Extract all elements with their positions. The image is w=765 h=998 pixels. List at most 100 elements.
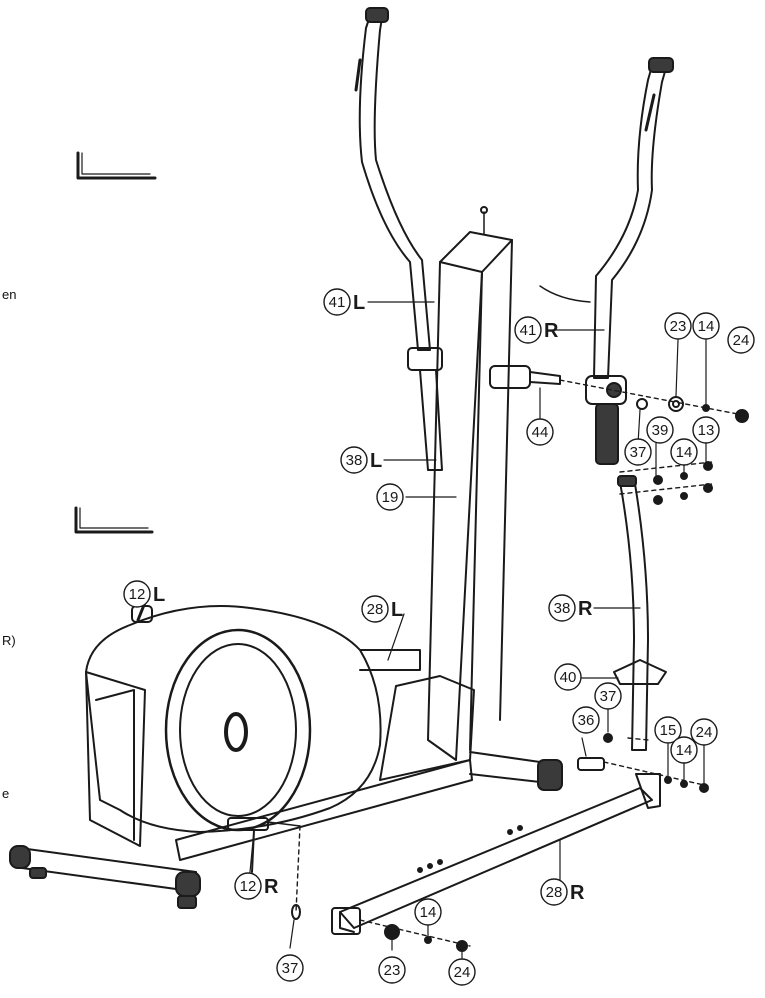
callout-side-letter: L (153, 584, 165, 606)
part-callout-23: 23 (378, 956, 406, 984)
part-callout-36: 36 (572, 706, 600, 734)
part-callout-28r: 28 R (540, 878, 585, 906)
callout-number: 14 (420, 904, 437, 921)
callout-number: 28 (367, 601, 384, 618)
callout-number: 13 (698, 422, 715, 439)
callout-circle (624, 438, 652, 466)
callout-circle (361, 595, 389, 623)
main-post-19 (427, 206, 513, 761)
callout-number: 14 (676, 742, 693, 759)
page-text-fragment: R) (2, 633, 16, 648)
callout-circle (376, 483, 404, 511)
callout-number: 41 (329, 294, 346, 311)
flywheel-housing (85, 598, 382, 847)
callout-number: 23 (670, 318, 687, 335)
part-callout-14: 14 (692, 312, 720, 340)
callout-circle (594, 682, 622, 710)
callout-number: 38 (554, 600, 571, 617)
part-callout-14: 14 (670, 438, 698, 466)
callout-circle (554, 663, 582, 691)
callout-circle (378, 956, 406, 984)
part-callout-24: 24 (727, 326, 755, 354)
callout-number: 37 (282, 960, 299, 977)
callout-circle (572, 706, 600, 734)
part-callout-44: 44 (526, 418, 554, 446)
callout-side-letter: L (391, 599, 403, 621)
callout-side-letter: R (544, 320, 559, 342)
callout-circle (727, 326, 755, 354)
part-callout-19: 19 (376, 483, 404, 511)
part-callout-23: 23 (664, 312, 692, 340)
part-callout-37: 37 (276, 954, 304, 982)
callout-number: 44 (532, 424, 549, 441)
callout-number: 40 (560, 669, 577, 686)
callout-circle (234, 872, 262, 900)
callout-number: 38 (346, 452, 363, 469)
callout-number: 24 (696, 724, 713, 741)
callout-circle (448, 958, 476, 986)
allen-key-icon (74, 506, 154, 534)
callout-circle (670, 736, 698, 764)
callout-circle (340, 446, 368, 474)
callout-circle (548, 594, 576, 622)
part-callout-39: 39 (646, 416, 674, 444)
fasteners (291, 396, 749, 952)
callout-number: 24 (454, 964, 471, 981)
callout-number: 28 (546, 884, 563, 901)
callout-circle (670, 438, 698, 466)
callout-circle (540, 878, 568, 906)
page-text-fragment: e (2, 786, 10, 801)
callout-circle (690, 718, 718, 746)
callout-circle (514, 316, 542, 344)
callout-circle (276, 954, 304, 982)
pedal-bracket-40 (613, 659, 667, 685)
left-lower-arm-38l (419, 369, 443, 471)
callout-number: 23 (384, 962, 401, 979)
callout-circle (123, 580, 151, 608)
callout-side-letter: L (353, 292, 365, 314)
callout-circle (654, 716, 682, 744)
callout-number: 14 (698, 318, 715, 335)
base-frame (9, 649, 563, 909)
callout-number: 14 (676, 444, 693, 461)
callout-side-letter: R (570, 882, 585, 904)
part-callout-12l: 12 L (123, 580, 165, 608)
callout-side-letter: R (578, 598, 593, 620)
callout-number: 37 (630, 444, 647, 461)
right-handlebar-41r (539, 57, 674, 465)
part-callout-13: 13 (692, 416, 720, 444)
bolt-36 (577, 757, 605, 771)
part-callout-37: 37 (594, 682, 622, 710)
callout-number: 15 (660, 722, 677, 739)
part-callout-38r: 38 R (548, 594, 593, 622)
part-callout-14: 14 (670, 736, 698, 764)
part-callout-37: 37 (624, 438, 652, 466)
part-callout-24: 24 (690, 718, 718, 746)
allen-key-icon (76, 151, 157, 180)
callout-number: 24 (733, 332, 750, 349)
callout-circle (646, 416, 674, 444)
callout-side-letter: L (370, 450, 382, 472)
axle-44 (489, 365, 561, 389)
part-callout-40: 40 (554, 663, 582, 691)
callout-number: 39 (652, 422, 669, 439)
part-callout-14: 14 (414, 898, 442, 926)
callout-number: 12 (129, 586, 146, 603)
callout-number: 19 (382, 489, 399, 506)
part-callout-28l: 28 L (361, 595, 403, 623)
part-callout-38l: 38 L (340, 446, 382, 474)
callout-circle (664, 312, 692, 340)
pedal-rail-28r (331, 773, 661, 935)
part-callout-24: 24 (448, 958, 476, 986)
left-handlebar-41l (354, 7, 443, 371)
callout-number: 37 (600, 688, 617, 705)
callout-side-letter: R (264, 876, 279, 898)
callout-circle (692, 416, 720, 444)
callout-number: 36 (578, 712, 595, 729)
page-text-fragment: en (2, 287, 17, 302)
